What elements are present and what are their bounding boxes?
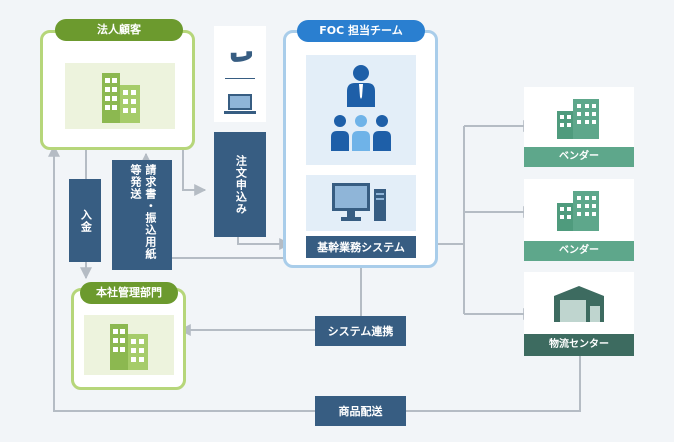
vendor-card-1: ベンダー <box>524 87 634 167</box>
building-icon <box>102 73 140 123</box>
vendor-card-2: ベンダー <box>524 179 634 261</box>
arrow-order-to-system <box>237 236 292 250</box>
order-label: 注文申込み <box>234 154 248 215</box>
divider <box>225 78 255 79</box>
vendor-label-2: ベンダー <box>524 241 634 261</box>
core-system-label: 基幹業務システム <box>306 236 416 258</box>
invoice-box: 請求書・振込用紙等発送 <box>112 160 172 270</box>
system-link-box: システム連携 <box>315 316 406 346</box>
payment-label: 入金 <box>79 208 93 233</box>
order-box: 注文申込み <box>214 132 266 237</box>
product-delivery-box: 商品配送 <box>315 396 406 426</box>
vendor-label-1: ベンダー <box>524 147 634 167</box>
arrow-client-to-order <box>182 148 207 196</box>
corporate-client-frame <box>40 30 195 150</box>
invoice-label: 請求書・振込用紙等発送 <box>129 164 157 260</box>
laptop-icon <box>224 94 256 114</box>
phone-icon <box>230 51 253 62</box>
building-icon <box>110 324 148 370</box>
corporate-client-title: 法人顧客 <box>55 19 183 41</box>
core-system-panel <box>306 175 416 231</box>
contact-channels-card <box>214 26 266 122</box>
corporate-client-inner <box>65 63 175 129</box>
distribution-center-label: 物流センター <box>524 334 634 356</box>
foc-team-title: FOC 担当チーム <box>297 20 425 42</box>
distribution-center-card: 物流センター <box>524 272 634 356</box>
team-icon <box>331 115 391 151</box>
building-icon <box>557 191 599 231</box>
hq-admin-frame <box>71 288 186 390</box>
hq-admin-title: 本社管理部門 <box>80 282 178 304</box>
desktop-computer-icon <box>332 183 386 221</box>
foc-team-frame: 基幹業務システム <box>283 30 438 268</box>
person-icon <box>347 65 375 107</box>
payment-box: 入金 <box>69 179 101 262</box>
foc-team-members-panel <box>306 55 416 165</box>
building-icon <box>557 99 599 139</box>
hq-admin-inner <box>84 315 174 375</box>
warehouse-icon <box>554 286 604 322</box>
